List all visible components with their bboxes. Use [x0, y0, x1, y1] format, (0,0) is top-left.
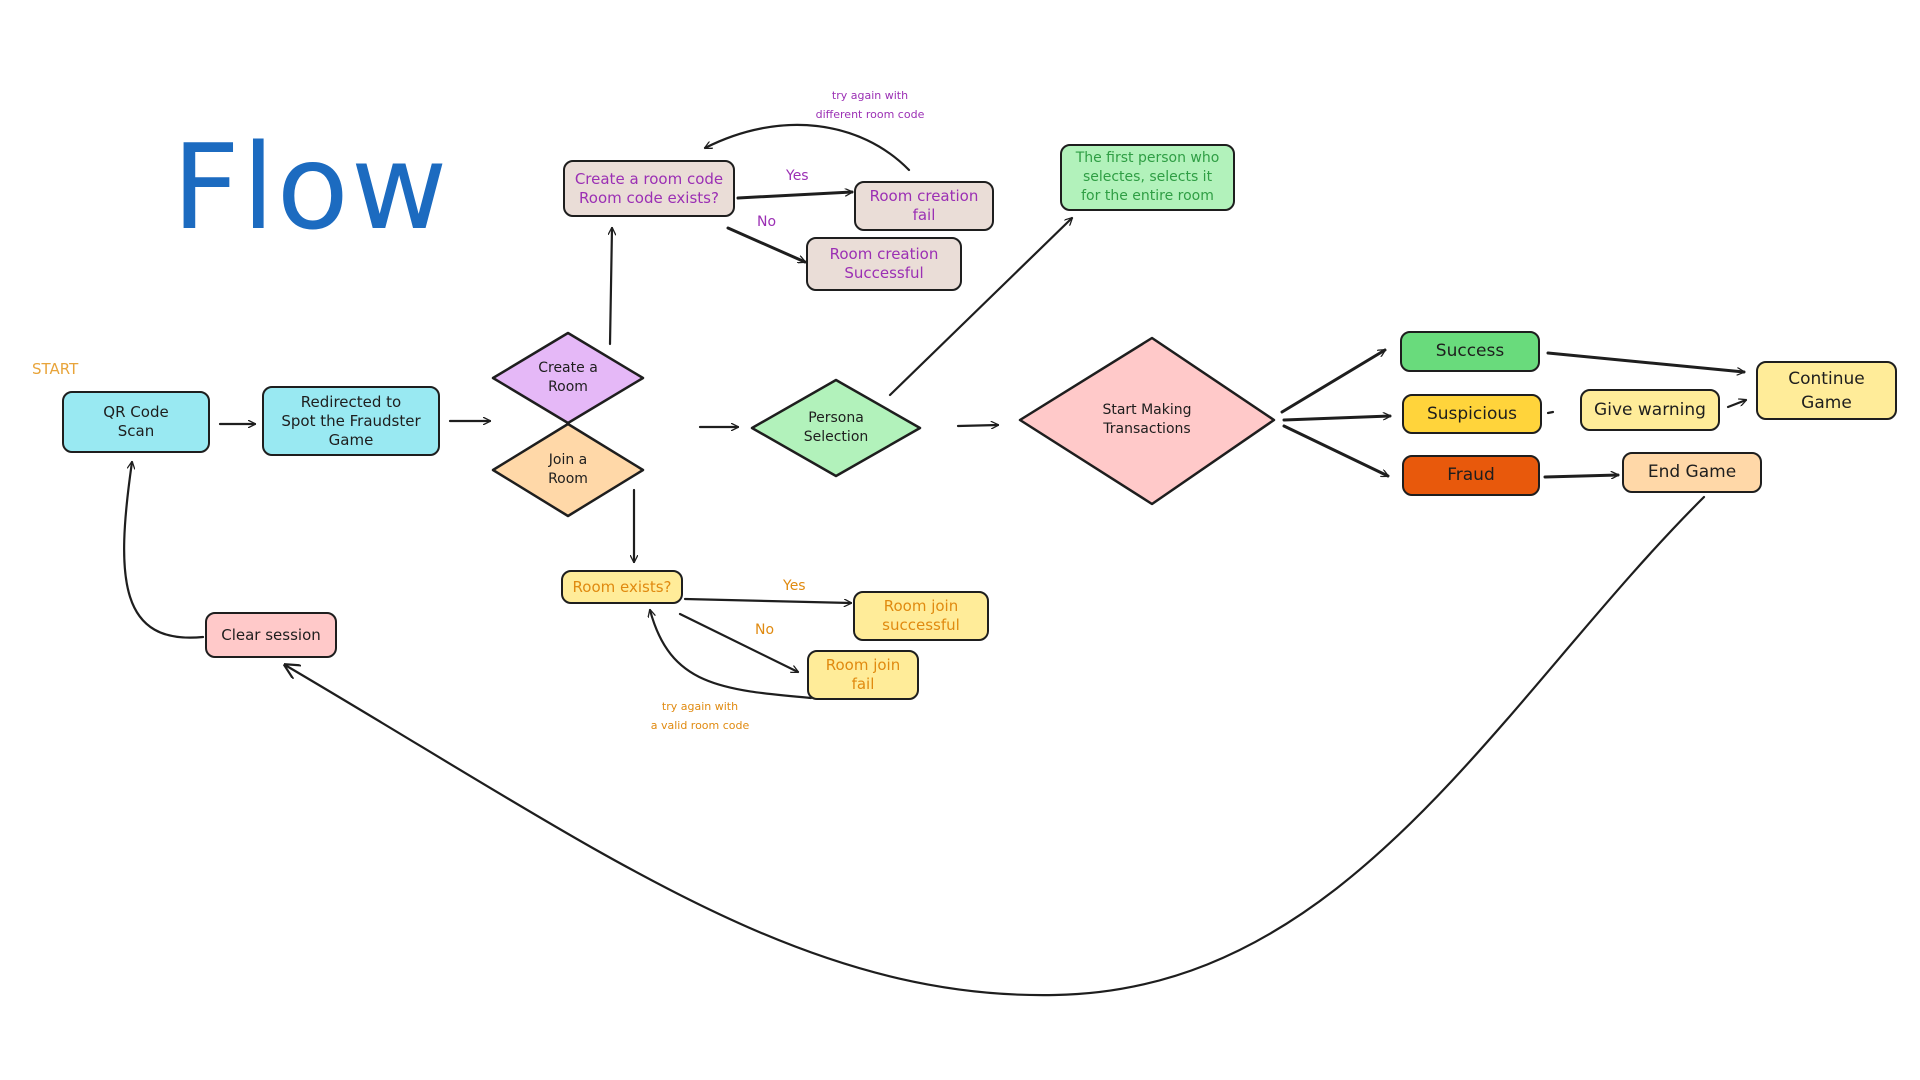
continue-game-node[interactable]: Continue Game — [1756, 361, 1897, 420]
end-game-node[interactable]: End Game — [1622, 452, 1762, 493]
arrow-transactions-to-suspicious — [1282, 416, 1392, 422]
arrow-retry-join — [650, 610, 813, 700]
start-label: START — [32, 360, 79, 378]
arrow-retry-create — [705, 123, 911, 172]
join-room-diamond[interactable] — [491, 422, 645, 518]
arrow-exists-to-join-success — [683, 597, 853, 603]
persona-selection-diamond[interactable] — [750, 378, 922, 478]
page-title: Flow — [172, 118, 450, 256]
give-warning-node[interactable]: Give warning — [1580, 389, 1720, 431]
create-yes-label: Yes — [786, 168, 809, 184]
arrow-code-to-fail — [736, 192, 854, 200]
room-join-fail-node[interactable]: Room join fail — [807, 650, 919, 700]
room-creation-fail-node[interactable]: Room creation fail — [854, 181, 994, 231]
arrow-transactions-to-success — [1280, 348, 1385, 414]
fraud-node[interactable]: Fraud — [1402, 455, 1540, 496]
arrow-create-to-code — [610, 226, 612, 346]
create-no-label: No — [757, 214, 777, 230]
arrow-clear-to-qr — [123, 462, 205, 639]
room-creation-success-node[interactable]: Room creation Successful — [806, 237, 962, 291]
room-exists-node[interactable]: Room exists? — [561, 570, 683, 604]
arrow-transactions-to-fraud — [1282, 424, 1388, 478]
join-no-label: No — [755, 622, 775, 638]
clear-session-node[interactable]: Clear session — [205, 612, 337, 658]
retry-create-note: try again with different room code — [815, 89, 925, 121]
transactions-diamond[interactable] — [1018, 336, 1276, 506]
arrow-persona-to-note — [888, 218, 1072, 397]
arrow-fraud-to-end — [1543, 475, 1620, 477]
redirect-node[interactable]: Redirected to Spot the Fraudster Game — [262, 386, 440, 456]
create-room-diamond[interactable] — [491, 331, 645, 425]
join-yes-label: Yes — [783, 578, 806, 594]
success-node[interactable]: Success — [1400, 331, 1540, 372]
arrow-code-to-success — [726, 226, 805, 264]
arrow-suspicious-to-warning — [1546, 410, 1555, 415]
arrow-persona-to-transactions — [956, 425, 1000, 426]
room-join-success-node[interactable]: Room join successful — [853, 591, 989, 641]
arrow-success-to-continue — [1546, 351, 1746, 372]
create-room-code-node[interactable]: Create a room code Room code exists? — [563, 160, 735, 217]
suspicious-node[interactable]: Suspicious — [1402, 394, 1542, 434]
arrow-exists-to-join-fail — [678, 612, 798, 674]
arrow-end-to-clear — [285, 495, 1706, 997]
arrow-warning-to-continue — [1726, 400, 1746, 409]
retry-join-note: try again with a valid room code — [650, 700, 750, 732]
qr-code-scan-node[interactable]: QR Code Scan — [62, 391, 210, 453]
first-person-note-node[interactable]: The first person who selectes, selects i… — [1060, 144, 1235, 211]
